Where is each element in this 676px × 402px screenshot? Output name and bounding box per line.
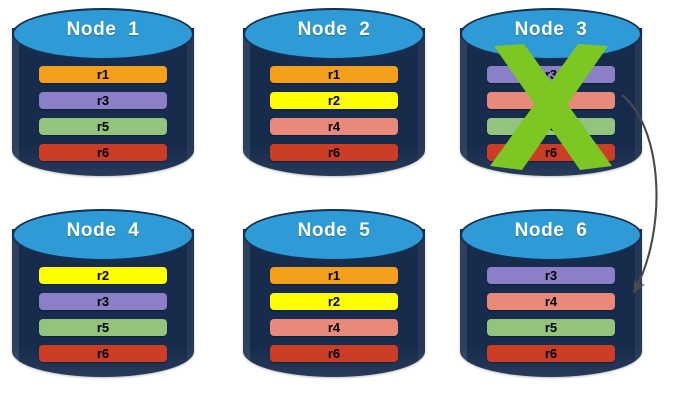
replica-r6-node-5[interactable]: r6 [270,345,398,362]
node-1-top-disc [12,8,194,60]
replica-r2-node-2[interactable]: r2 [270,92,398,109]
node-3-title: Node 3 [514,19,588,40]
node-4-top-disc [12,209,194,261]
replica-r3-node-4[interactable]: r3 [39,293,167,310]
node-2[interactable]: Node 2 r1 r2 r4 r6 [235,6,433,188]
replica-r1-node-2[interactable]: r1 [270,66,398,83]
replica-r5-node-4[interactable]: r5 [39,319,167,336]
node-3-replica-list: r3 r4 r5 r6 [487,66,615,161]
replica-r6-node-4[interactable]: r6 [39,345,167,362]
node-5[interactable]: Node 5 r1 r2 r4 r6 [235,207,433,389]
node-5-top-disc [243,209,425,261]
replica-r6-node-3[interactable]: r6 [487,144,615,161]
replica-r1-node-5[interactable]: r1 [270,267,398,284]
node-1-title: Node 1 [66,19,140,40]
node-6-title: Node 6 [514,220,588,241]
replica-r6-node-6[interactable]: r6 [487,345,615,362]
node-1-replica-list: r1 r3 r5 r6 [39,66,167,161]
node-6-replica-list: r3 r4 r5 r6 [487,267,615,362]
replica-r3-node-6[interactable]: r3 [487,267,615,284]
node-5-replica-list: r1 r2 r4 r6 [270,267,398,362]
node-2-title: Node 2 [297,19,371,40]
replica-r5-node-3[interactable]: r5 [487,118,615,135]
replica-r1-node-1[interactable]: r1 [39,66,167,83]
replica-r4-node-3[interactable]: r4 [487,92,615,109]
replica-r6-node-2[interactable]: r6 [270,144,398,161]
node-4[interactable]: Node 4 r2 r3 r5 r6 [4,207,202,389]
node-1[interactable]: Node 1 r1 r3 r5 r6 [4,6,202,188]
node-5-title: Node 5 [297,220,371,241]
replica-r2-node-4[interactable]: r2 [39,267,167,284]
replica-r2-node-5[interactable]: r2 [270,293,398,310]
node-3[interactable]: Node 3 r3 r4 r5 r6 [452,6,650,188]
replica-r5-node-6[interactable]: r5 [487,319,615,336]
replica-r3-node-3[interactable]: r3 [487,66,615,83]
node-6[interactable]: Node 6 r3 r4 r5 r6 [452,207,650,389]
node-2-top-disc [243,8,425,60]
replica-r4-node-5[interactable]: r4 [270,319,398,336]
replica-r5-node-1[interactable]: r5 [39,118,167,135]
replica-r3-node-1[interactable]: r3 [39,92,167,109]
node-2-replica-list: r1 r2 r4 r6 [270,66,398,161]
replica-r6-node-1[interactable]: r6 [39,144,167,161]
replica-r4-node-6[interactable]: r4 [487,293,615,310]
node-6-top-disc [460,209,642,261]
node-4-replica-list: r2 r3 r5 r6 [39,267,167,362]
replica-r4-node-2[interactable]: r4 [270,118,398,135]
node-4-title: Node 4 [66,220,140,241]
